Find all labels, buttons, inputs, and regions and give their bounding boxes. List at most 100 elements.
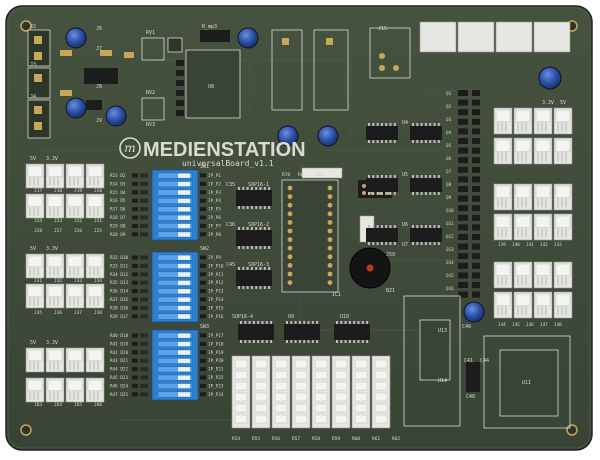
connector	[25, 253, 45, 279]
dip-switch-lever[interactable]	[157, 254, 193, 261]
left-screw-terminals	[27, 29, 51, 139]
dip-switch-lever[interactable]	[157, 206, 193, 213]
resistor-label: R44 D22	[110, 367, 129, 373]
connector	[45, 377, 65, 403]
dip-switch-lever[interactable]	[157, 263, 193, 269]
rv-label: RV3	[146, 122, 155, 128]
connector	[513, 261, 533, 289]
transistor	[472, 157, 480, 164]
dip-switch-lever[interactable]	[157, 391, 193, 398]
transistor	[458, 128, 468, 135]
dip-switch[interactable]	[151, 329, 199, 401]
dip-switch-lever-tip	[178, 289, 190, 294]
dip-switch-lever[interactable]	[157, 383, 193, 389]
transistor-label: Q12	[446, 234, 454, 240]
dip-switch-lever[interactable]	[157, 214, 193, 221]
transistor	[472, 214, 480, 221]
connector	[493, 137, 513, 165]
dip-switch-lever[interactable]	[157, 271, 193, 278]
sop16-chip	[334, 321, 370, 343]
connector-label: J46	[526, 322, 534, 328]
switch-pin-label: IP_P15	[208, 305, 224, 311]
connector-label: J19	[74, 188, 82, 194]
transistor	[472, 282, 480, 288]
dip-switch-lever[interactable]	[157, 189, 193, 196]
transistor	[472, 205, 480, 212]
dip-switch-lever[interactable]	[157, 313, 193, 320]
dip-switch-lever[interactable]	[157, 296, 193, 303]
sop-label: SOP16-3	[248, 262, 269, 268]
top-right-connectors	[419, 21, 571, 53]
audio-capacitors	[65, 27, 562, 323]
dip-switch-lever[interactable]	[157, 280, 193, 286]
dip-switch-lever[interactable]	[157, 288, 193, 295]
transistor	[458, 176, 468, 183]
connector-label: J44	[498, 322, 506, 328]
dip-switch-lever[interactable]	[157, 349, 193, 356]
transistor	[458, 291, 468, 298]
dip-switch-lever[interactable]	[157, 172, 193, 179]
connector-label: J41	[526, 242, 534, 248]
dip-switch-lever[interactable]	[157, 332, 193, 339]
dip-switch-lever[interactable]	[157, 181, 193, 187]
mounting-holes	[20, 20, 578, 436]
dip-switch-lever-tip	[178, 367, 190, 372]
cap-label: C45	[226, 262, 235, 268]
resistor-label: R33 D11	[110, 263, 129, 269]
dip-switch-lever[interactable]	[157, 366, 193, 373]
connector	[65, 253, 85, 279]
vertical-connector	[311, 355, 331, 429]
transistor	[472, 166, 480, 173]
connector	[553, 213, 573, 241]
connector	[85, 377, 105, 403]
dip-switch-lever[interactable]	[157, 305, 193, 311]
dip-switch-lever-tip	[178, 333, 190, 338]
cap-label: C36	[226, 222, 235, 228]
audio-amp-chips	[60, 50, 134, 110]
dip-switch-lever[interactable]	[157, 223, 193, 229]
dip-switch[interactable]	[151, 169, 199, 241]
resistor-label: R59	[332, 436, 340, 442]
cap-label: C35	[226, 182, 235, 188]
transistor	[458, 224, 468, 231]
connector	[553, 183, 573, 211]
switch-pin-label: IP_P6	[208, 215, 221, 221]
connector	[513, 213, 533, 241]
connector-label: J21	[94, 218, 102, 224]
connector	[533, 213, 553, 241]
switch-pin-label: IP_P7	[208, 223, 221, 229]
dip-switch-lever-tip	[178, 207, 190, 212]
connector	[533, 183, 553, 211]
dip-switch-lever[interactable]	[157, 341, 193, 347]
switch-pin-label: IP_P24	[208, 392, 224, 398]
dip-switch-lever-tip	[178, 181, 190, 187]
transistor	[458, 118, 468, 125]
cap-label: C48	[466, 394, 475, 400]
transistor-label: Q8	[446, 182, 452, 188]
driver-chip	[366, 225, 398, 245]
dip-switch-lever[interactable]	[157, 197, 193, 204]
transistor	[458, 234, 468, 240]
transistor	[458, 157, 468, 164]
vertical-connector	[371, 355, 391, 429]
dip-switch-lever-tip	[178, 280, 190, 286]
connector	[533, 291, 553, 319]
res-label: R78	[282, 172, 290, 178]
transistor	[458, 205, 468, 212]
dip-switch[interactable]	[151, 251, 199, 323]
connector	[25, 347, 45, 373]
dip-switch-lever[interactable]	[157, 374, 193, 381]
dip-switch-lever[interactable]	[157, 231, 193, 238]
resistor-label: R35 D13	[110, 280, 129, 286]
dip-switch-lever-tip	[178, 263, 190, 269]
connector	[25, 377, 45, 403]
buzzer	[349, 247, 391, 289]
connector	[493, 183, 513, 211]
connector	[25, 193, 45, 219]
switch-pin-label: IP_P8	[208, 232, 221, 238]
connector-label: J35	[34, 310, 42, 316]
connector	[553, 261, 573, 289]
resistor-label: R47 D25	[110, 392, 129, 398]
dip-switch-lever[interactable]	[157, 358, 193, 364]
switch-pin-label: IP_P3	[208, 190, 221, 196]
